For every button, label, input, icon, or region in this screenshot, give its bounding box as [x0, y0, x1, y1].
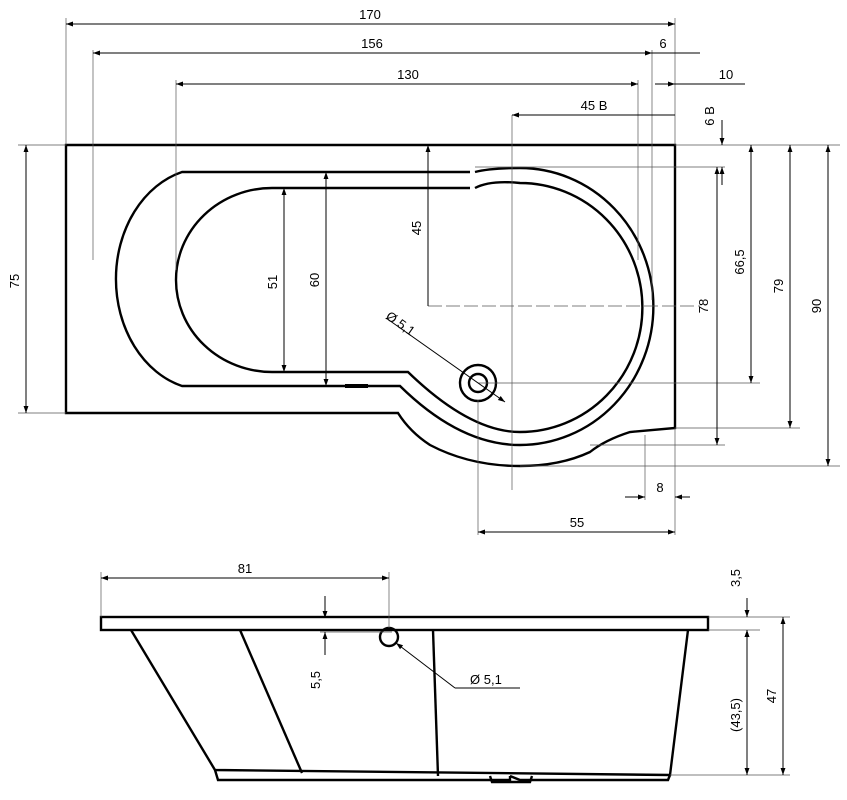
- side-view-rim: [99, 615, 710, 632]
- dim-offset-6b: 6 B: [702, 106, 717, 126]
- dim-depth-45: 45: [409, 221, 424, 235]
- dim-width-79: 79: [771, 279, 786, 293]
- top-view-outer-basin: [114, 166, 655, 447]
- side-view-body: [129, 629, 690, 777]
- dim-overflow-diameter: Ø 5,1: [470, 672, 502, 687]
- dim-length-130: 130: [397, 67, 419, 82]
- dim-offset-10: 10: [719, 67, 733, 82]
- top-view-outer-rim: [64, 143, 677, 468]
- dim-width-75: 75: [7, 274, 22, 288]
- dim-drain-diameter: Ø 5,1: [383, 308, 418, 339]
- dim-width-90: 90: [809, 299, 824, 313]
- dim-depth-43-5: (43,5): [728, 698, 743, 732]
- dim-length-81: 81: [238, 561, 252, 576]
- dim-overflow-5-5: 5,5: [308, 671, 323, 689]
- dim-inner-width-60: 60: [307, 273, 322, 287]
- dim-rim-3-5: 3,5: [728, 569, 743, 587]
- top-view-inner-basin: [174, 180, 644, 434]
- dim-offset-8: 8: [656, 480, 663, 495]
- top-view: 170 156 6 130 10 45 B 6 B 75 51 60 45: [7, 7, 840, 535]
- top-view-overflow-mark: [345, 384, 368, 388]
- dim-total-length: 170: [359, 7, 381, 22]
- dim-length-45b: 45 B: [581, 98, 608, 113]
- side-view: 81 3,5 5,5 Ø 5,1 (43,5) 47: [99, 561, 790, 784]
- dim-width-66-5: 66,5: [732, 249, 747, 274]
- dim-inner-width-51: 51: [265, 275, 280, 289]
- dim-height-47: 47: [764, 689, 779, 703]
- dim-offset-6: 6: [659, 36, 666, 51]
- dim-length-156: 156: [361, 36, 383, 51]
- dim-length-55: 55: [570, 515, 584, 530]
- dim-width-78: 78: [696, 299, 711, 313]
